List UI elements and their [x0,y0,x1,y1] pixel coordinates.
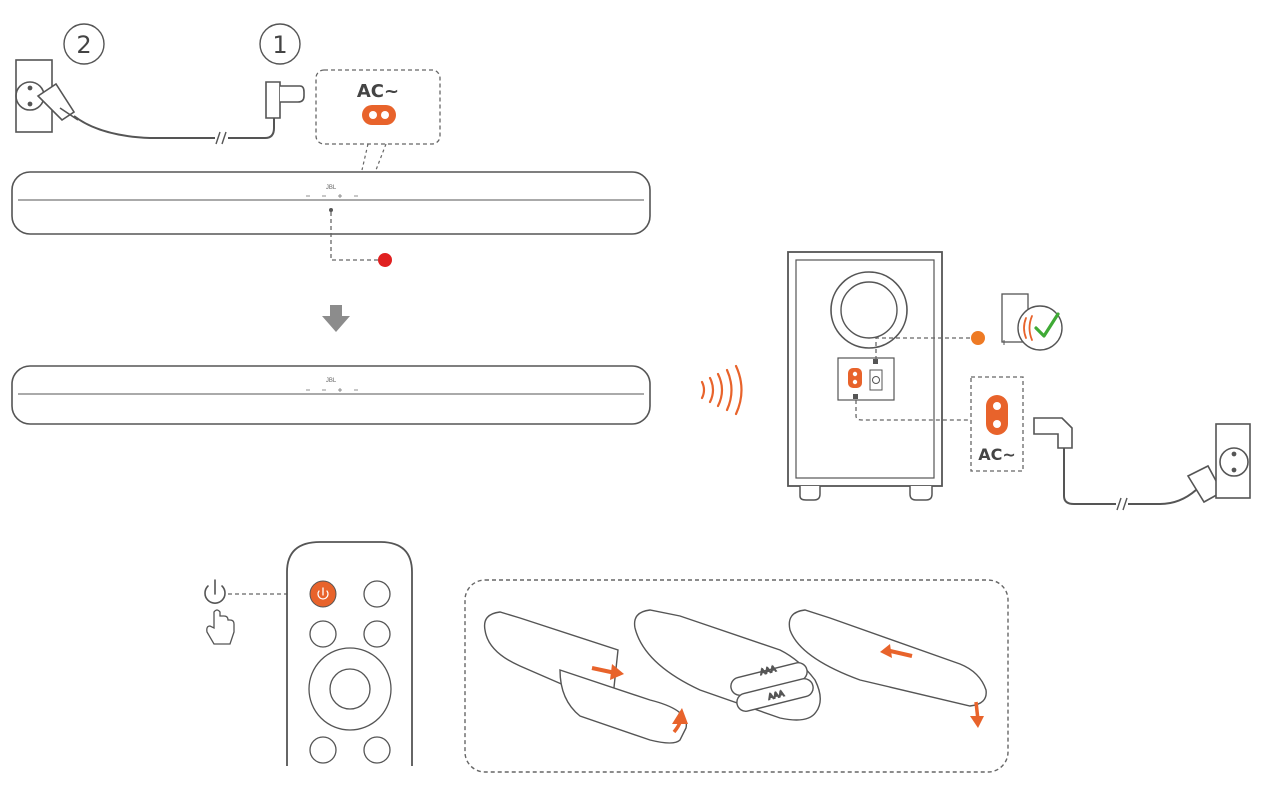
subwoofer [787,251,943,501]
ac-callout-soundbar: AC~ [315,69,441,171]
wall-outlet-right [1215,423,1251,499]
power-callout-line [855,400,972,421]
remote-control [286,541,413,766]
power-plug-left [36,82,79,122]
remote-button [363,580,391,608]
remote-button [363,620,391,648]
soundbar-top: JBL [11,171,651,235]
battery-step-3 [788,609,987,728]
soundbar-bottom: JBL [11,365,651,425]
ac-label-subwoofer: AC~ [978,445,1016,464]
ac-socket-icon [362,105,396,125]
soundbar-buttons [306,194,358,198]
cable-break-mark [215,131,227,145]
step-1-number: 1 [272,31,287,59]
ac-callout-subwoofer: AC~ [970,376,1024,472]
remote-button [309,620,337,648]
led-orange-indicator [971,331,985,345]
soundbar-logo-2: JBL [326,378,337,384]
down-arrow-icon [322,305,350,332]
led-red-indicator [378,253,392,267]
battery-step-1 [483,611,688,744]
battery-aaa: AAA AAA [730,662,814,712]
ac-label-soundbar: AC~ [357,81,399,102]
power-cable-right [1063,448,1197,505]
angled-connector-right [1033,417,1073,449]
status-led [329,208,333,212]
subwoofer-rear-panel [837,357,895,401]
remote-button [309,736,337,764]
led-callout-line [330,212,380,261]
power-cable-left [73,110,275,139]
angled-connector-left [265,81,305,119]
remote-center-button [329,668,371,710]
checkmark-icon [1034,312,1060,338]
pair-button-callout [875,337,970,360]
hand-pointer-icon [206,609,235,645]
wireless-signal-icon [700,364,743,416]
step-1-badge: 1 [259,23,301,65]
battery-step-2: AAA AAA [633,609,821,721]
remote-button [363,736,391,764]
step-2-badge: 2 [63,23,105,65]
paired-subwoofer-icon [1001,293,1063,351]
power-icon [204,579,226,604]
soundbar-logo: JBL [326,185,337,191]
step-2-number: 2 [76,31,91,59]
